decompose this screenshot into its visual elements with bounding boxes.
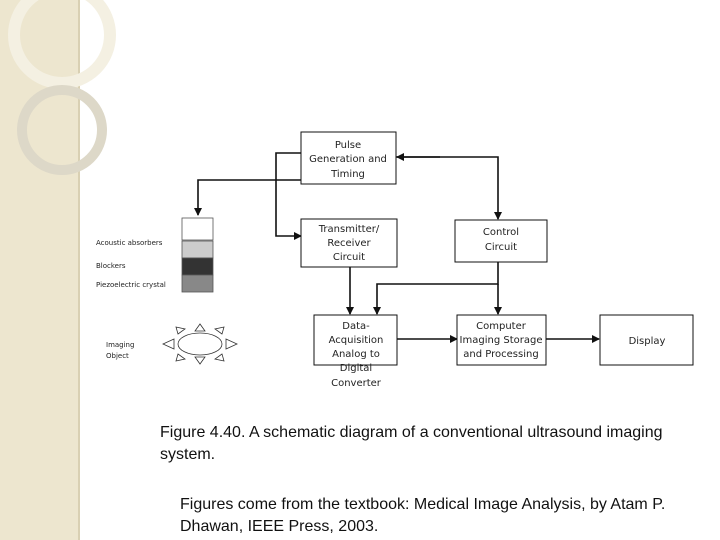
figure-caption: Figure 4.40. A schematic diagram of a co… [160,424,663,463]
imaging-object-symbol [162,323,238,365]
ray-top-left [175,326,186,335]
piezoelectric-crystal-label: Piezoelectric crystal [96,281,166,289]
storage-box-line-2: Imaging Storage [460,335,543,346]
ray-top [194,323,206,332]
connector-lines [194,152,600,343]
dac-box-line-4: Digital [340,363,372,374]
transducer-layer-blockers [181,257,214,276]
display-box: Display [599,314,694,366]
ray-top-right [214,326,225,335]
pulse-generation-box: Pulse Generation and Timing [300,131,397,185]
pulse-box-line-1: Pulse [335,140,361,151]
transducer-layer-crystal [181,274,214,293]
pulse-box-line-3: Timing [330,169,365,180]
loop-to-transmitter-arrow [275,152,302,240]
dac-box-line-1: Data- [342,321,370,332]
transmitter-box-line-3: Circuit [333,252,365,263]
control-box-line-2: Circuit [485,242,517,253]
pulse-to-control-arrow [396,156,502,220]
imaging-label-line-2: Object [106,352,129,360]
ray-bottom-right [214,353,225,362]
control-box-line-1: Control [483,227,519,238]
decorative-circles [8,0,116,175]
transmitter-box-line-1: Transmitter/ [318,224,380,235]
dac-box-line-3: Analog to [332,349,380,360]
ray-bottom-left [175,353,186,362]
transducer-layer-absorbers [181,240,214,259]
data-acquisition-box: Data- Acquisition Analog to Digital Conv… [313,314,398,389]
storage-box-line-3: and Processing [463,349,538,360]
transducer-layer-housing [181,217,214,241]
storage-box-line-1: Computer [476,321,527,332]
pulse-box-line-2: Generation and [309,154,387,165]
source-note: Figures come from the textbook: Medical … [180,496,666,535]
imaging-object-ellipse [177,332,223,356]
acoustic-absorbers-label: Acoustic absorbers [96,239,163,247]
control-circuit-box: Control Circuit [454,219,548,263]
ray-right [225,338,238,350]
blockers-label: Blockers [96,262,126,270]
computer-storage-box: Computer Imaging Storage and Processing [456,314,547,366]
transmitter-box-line-2: Receiver [327,238,371,249]
dac-box-line-2: Acquisition [329,335,384,346]
pulse-to-transducer-arrow [194,179,301,216]
ray-left [162,338,175,350]
imaging-label-line-1: Imaging [106,341,134,349]
control-to-dac-arrow [373,262,499,315]
ray-bottom [194,356,206,365]
transmitter-receiver-box: Transmitter/ Receiver Circuit [300,218,398,268]
sidebar-divider [78,0,80,540]
transducer-stack [181,217,214,293]
display-box-label: Display [629,336,666,347]
dac-box-line-5: Converter [331,378,382,389]
